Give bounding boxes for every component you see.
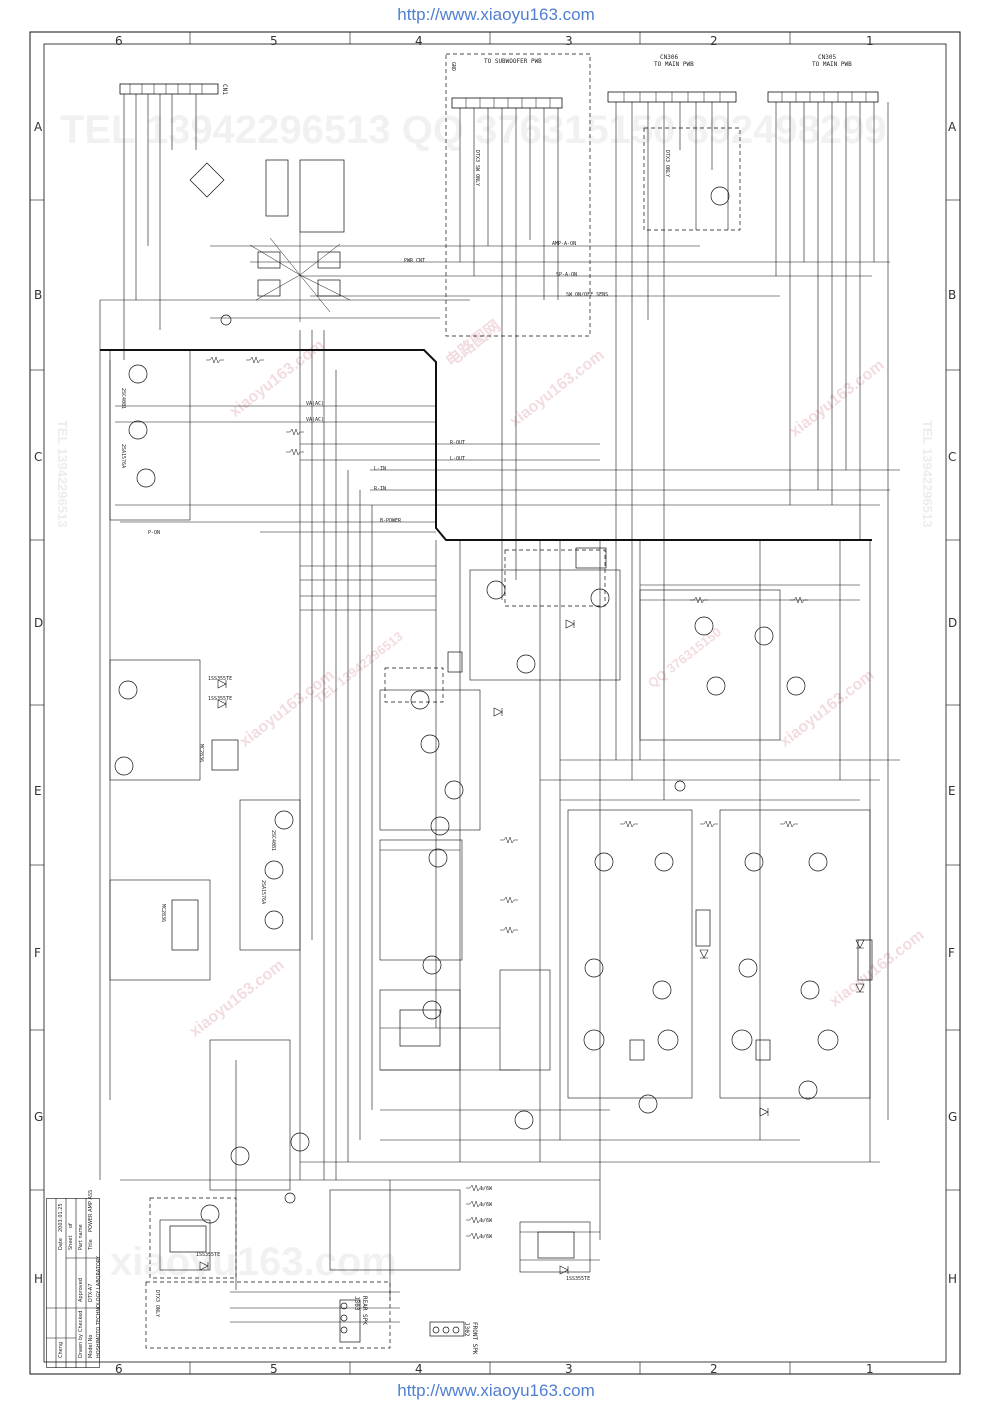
title-date-value: 2003.01.25 bbox=[58, 1203, 64, 1232]
row-marker-d-right: D bbox=[948, 616, 958, 630]
row-marker-f-left: F bbox=[34, 946, 41, 960]
net-label-sw-on-off: SW ON/OFF SENS bbox=[566, 292, 609, 298]
col-marker-1-top: 1 bbox=[866, 34, 874, 48]
part-resistor-1: 1/6W bbox=[480, 1186, 493, 1192]
col-marker-1-bottom: 1 bbox=[866, 1362, 874, 1376]
net-label-l-in: L-IN bbox=[374, 466, 387, 472]
net-label-r-out: R-OUT bbox=[450, 440, 466, 446]
source-url-top[interactable]: http://www.xiaoyu163.com bbox=[397, 5, 595, 24]
rear-spk-title: REAR SPK bbox=[361, 1296, 368, 1325]
col-marker-4-top: 4 bbox=[415, 34, 423, 48]
col-marker-6-bottom: 6 bbox=[115, 1362, 123, 1376]
note-rear-only: DTX3 ONLY bbox=[154, 1290, 160, 1318]
part-transistor-4: 2SA1576A bbox=[260, 880, 266, 905]
col-marker-2-top: 2 bbox=[710, 34, 718, 48]
front-spk-title: FRONT SPK bbox=[471, 1322, 478, 1355]
row-marker-h-right: H bbox=[948, 1272, 958, 1286]
title-approved-label: Approved bbox=[78, 1278, 84, 1302]
part-resistor-4: 1/6W bbox=[480, 1234, 493, 1240]
net-label-p-on: P-ON bbox=[148, 530, 161, 536]
col-marker-5-bottom: 5 bbox=[270, 1362, 278, 1376]
title-title-value: POWER AMP ASS bbox=[88, 1189, 94, 1232]
title-checked-label: Checked bbox=[78, 1310, 84, 1332]
row-marker-d-left: D bbox=[34, 616, 44, 630]
row-marker-e-right: E bbox=[948, 784, 956, 798]
net-label-amp-a-on: AMP-A-ON bbox=[552, 241, 577, 247]
row-marker-c-left: C bbox=[34, 450, 43, 464]
row-marker-f-right: F bbox=[948, 946, 955, 960]
part-ic-1: MC2836 bbox=[198, 744, 204, 763]
row-marker-b-right: B bbox=[948, 288, 957, 302]
part-ic-2: MC2836 bbox=[160, 904, 166, 923]
title-sheet-label: Sheet bbox=[68, 1235, 74, 1250]
col-marker-6-top: 6 bbox=[115, 34, 123, 48]
part-resistor-2: 1/6W bbox=[480, 1202, 493, 1208]
col-marker-2-bottom: 2 bbox=[710, 1362, 718, 1376]
part-transistor-3: 2SC4081 bbox=[270, 830, 276, 852]
part-diode-1: 1SS355TE bbox=[208, 676, 233, 682]
title-drawn-label: Drawn by bbox=[78, 1334, 84, 1358]
cn305-title: TO MAIN PWB bbox=[812, 61, 852, 68]
net-label-gnd: GND bbox=[450, 62, 456, 72]
front-spk-ref: J302 bbox=[463, 1322, 470, 1337]
cn306-title: TO MAIN PWB bbox=[654, 61, 694, 68]
col-marker-4-bottom: 4 bbox=[415, 1362, 423, 1376]
part-resistor-3: 1/6W bbox=[480, 1218, 493, 1224]
net-label-va-ac-2: VA(AC) bbox=[306, 417, 325, 423]
note-dtx3-only: DTX3 ONLY bbox=[664, 150, 670, 178]
title-model-value: DTX-A7 bbox=[88, 1283, 94, 1302]
title-of-label: of bbox=[68, 1223, 74, 1228]
part-diode-4: 1SS355TE bbox=[196, 1252, 221, 1258]
title-date-label: Date bbox=[58, 1238, 64, 1250]
col-marker-5-top: 5 bbox=[270, 34, 278, 48]
net-label-b-power: B-POWER bbox=[380, 518, 402, 524]
title-part-label: Part name bbox=[78, 1224, 84, 1250]
cn306-ref: CN306 bbox=[660, 54, 679, 61]
source-url-bottom[interactable]: http://www.xiaoyu163.com bbox=[397, 1381, 595, 1400]
row-marker-b-left: B bbox=[34, 288, 43, 302]
net-label-r-in: R-IN bbox=[374, 486, 387, 492]
part-diode-2: 1SS355TE bbox=[208, 696, 233, 702]
row-marker-g-right: G bbox=[948, 1110, 958, 1124]
title-checker: Cheng bbox=[58, 1341, 64, 1358]
net-label-pwr-cnt: PWR CNT bbox=[404, 258, 426, 264]
rear-spk-ref: J303 bbox=[353, 1296, 360, 1311]
title-block: HOSHIMOTO TECHNOLOGY LABORATORY Model No… bbox=[46, 1190, 102, 1368]
cn305-ref: CN305 bbox=[818, 54, 837, 61]
title-model-label: Model No bbox=[88, 1334, 94, 1358]
row-marker-a-left: A bbox=[34, 120, 43, 134]
subwoofer-connector-title: TO SUBWOOFER PWB bbox=[484, 58, 542, 65]
part-diode-3: 1SS355TE bbox=[566, 1276, 591, 1282]
net-label-sp-a-on: SP-A-ON bbox=[556, 272, 578, 278]
row-marker-a-right: A bbox=[948, 120, 957, 134]
note-sub-only: DTX3 SW ONLY bbox=[474, 150, 480, 187]
title-company: HOSHIMOTO TECHNOLOGY LABORATORY bbox=[96, 1256, 102, 1358]
net-label-l-out: L-OUT bbox=[450, 456, 466, 462]
col-marker-3-top: 3 bbox=[565, 34, 573, 48]
ac-in-connector-ref: CN1 bbox=[221, 84, 228, 95]
part-transistor-2: 2SA1576A bbox=[120, 444, 126, 469]
net-label-va-ac-1: VA(AC) bbox=[306, 401, 325, 407]
row-marker-h-left: H bbox=[34, 1272, 44, 1286]
part-transistor-1: 2SC4081 bbox=[120, 388, 126, 410]
row-marker-e-left: E bbox=[34, 784, 42, 798]
col-marker-3-bottom: 3 bbox=[565, 1362, 573, 1376]
row-marker-g-left: G bbox=[34, 1110, 44, 1124]
title-title-label: Title bbox=[88, 1239, 94, 1250]
row-marker-c-right: C bbox=[948, 450, 957, 464]
